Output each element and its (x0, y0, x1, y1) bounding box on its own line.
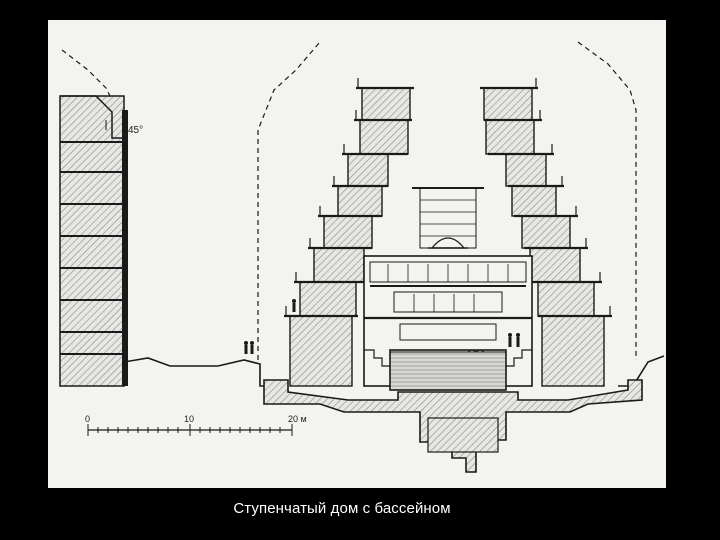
right-terraces (483, 87, 605, 387)
floor-slabs (284, 86, 612, 318)
building-section-svg: 45° (59, 41, 665, 473)
section-drawing: 45° (48, 20, 666, 488)
scale-label-0: 0 (85, 414, 90, 424)
ground-line (123, 355, 665, 387)
slide-caption: Ступенчатый дом с бассейном (233, 500, 451, 517)
swimming-pool (389, 349, 507, 391)
scale-label-20: 20 м (288, 414, 307, 424)
human-figures (244, 299, 520, 354)
railing-posts (285, 78, 611, 316)
left-building (59, 95, 128, 387)
scale-bar (87, 424, 293, 436)
sun-angle-envelopes (61, 41, 637, 360)
angle-label: 45° (128, 125, 143, 136)
scale-label-10: 10 (184, 414, 194, 424)
foundation (263, 379, 643, 473)
left-terraces (289, 87, 411, 387)
